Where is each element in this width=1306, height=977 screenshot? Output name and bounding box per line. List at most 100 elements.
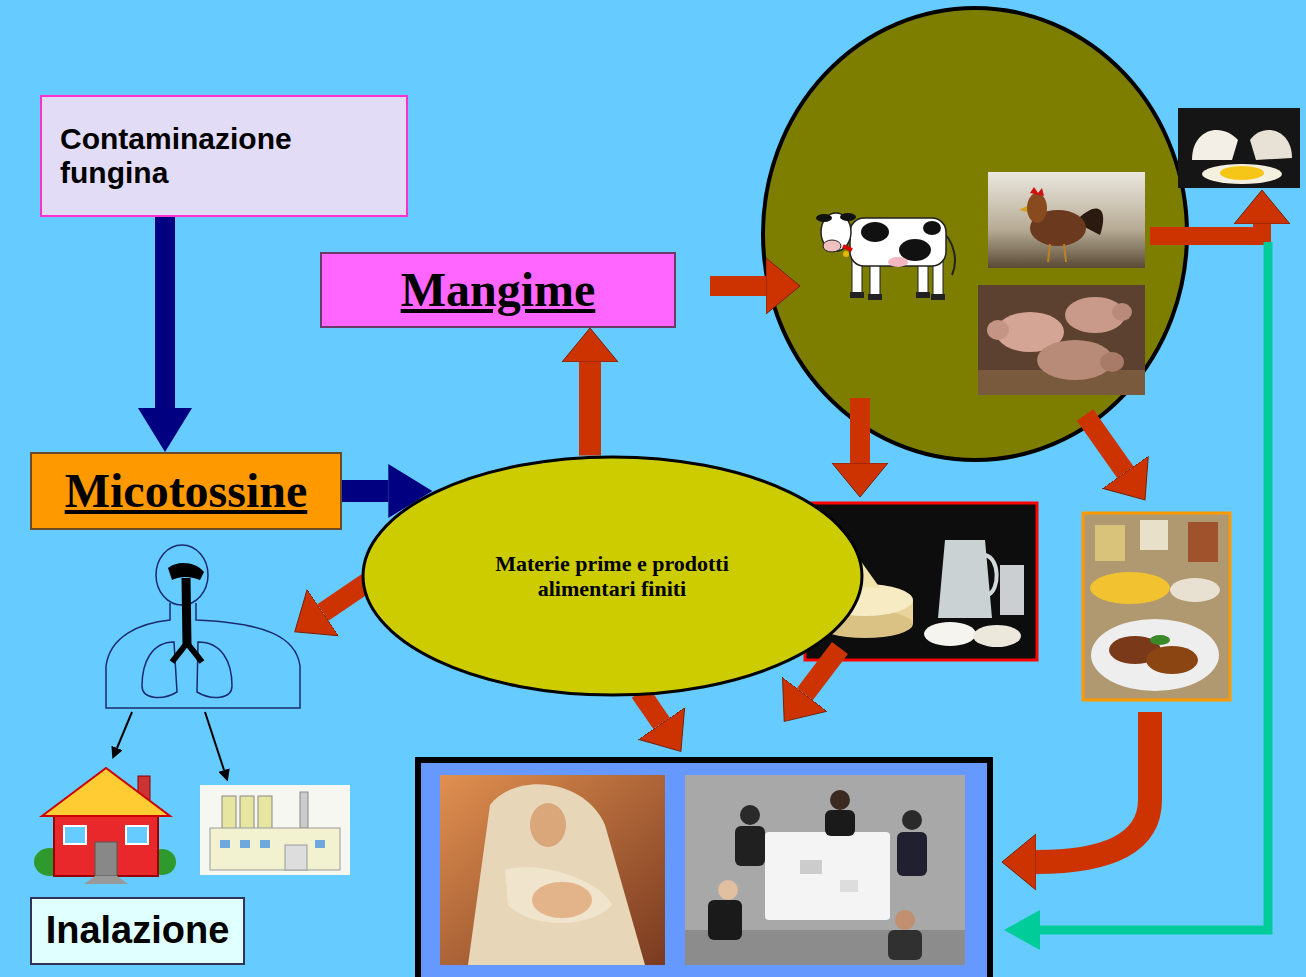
meeting-photo <box>897 832 927 876</box>
dairy-photo <box>985 555 997 595</box>
meat-dish-photo <box>1091 619 1219 691</box>
eggs-photo <box>1178 108 1300 188</box>
feed-box: Mangime <box>320 252 676 328</box>
eggs-photo <box>1220 166 1264 180</box>
meat-dish-photo <box>1146 646 1198 674</box>
exposure-arrow <box>117 712 132 748</box>
human-body-outline <box>197 642 232 698</box>
flow-arrow <box>640 692 662 723</box>
factory-icon <box>258 796 272 832</box>
pigs-photo <box>1100 352 1124 372</box>
factory-icon <box>260 840 270 848</box>
factory-icon <box>220 840 230 848</box>
exposure-arrow <box>117 712 224 770</box>
cow-figure <box>861 222 889 242</box>
egg-supply-line <box>1040 242 1268 930</box>
house-icon <box>34 768 176 884</box>
flow-arrow <box>342 480 388 502</box>
meat-dish-photo <box>1140 520 1168 550</box>
meat-dish-photo <box>1188 522 1218 562</box>
node-label: Micotossine <box>65 463 308 518</box>
rooster-photo <box>988 172 1145 268</box>
meeting-photo <box>735 826 765 866</box>
cow-figure <box>843 251 849 257</box>
cow-figure <box>916 292 930 298</box>
mother-baby-photo <box>532 882 592 918</box>
pigs-photo <box>1112 303 1132 321</box>
factory-icon <box>315 840 325 848</box>
source-box: Contaminazione fungina <box>40 95 408 217</box>
route-box: Inalazione <box>30 897 245 965</box>
mother-baby-photo <box>530 803 566 847</box>
livestock-circle <box>763 8 1187 460</box>
factory-icon <box>210 828 340 870</box>
factory-icon <box>285 845 307 870</box>
pigs-photo <box>978 285 1145 395</box>
meeting-photo <box>740 805 760 825</box>
human-body-outline <box>142 642 177 698</box>
dairy-photo <box>1000 565 1024 615</box>
meeting-photo <box>800 860 822 874</box>
meat-dish-photo <box>1090 572 1170 604</box>
meat-dish-photo <box>1095 525 1125 561</box>
cow-figure <box>823 240 841 252</box>
rooster-photo <box>1030 187 1044 196</box>
cow-figure <box>843 246 852 250</box>
meeting-photo <box>840 880 858 892</box>
mother-baby-photo <box>468 784 645 965</box>
cow-figure <box>850 218 946 266</box>
cow-figure <box>816 213 955 300</box>
factory-icon <box>200 785 350 875</box>
mother-baby-photo <box>505 867 612 923</box>
cow-figure <box>868 294 882 300</box>
toxin-box: Micotossine <box>30 452 342 530</box>
eggs-photo <box>1250 130 1292 160</box>
rooster-photo <box>1064 244 1066 262</box>
cow-figure <box>899 239 931 261</box>
consumers-panel <box>418 760 990 977</box>
dairy-photo <box>973 625 1021 647</box>
pigs-photo <box>987 320 1009 340</box>
egg-supply-line <box>1040 242 1268 930</box>
eggs-photo <box>1202 164 1282 184</box>
house-icon <box>84 876 128 884</box>
mother-baby-photo <box>440 775 665 965</box>
house-icon <box>42 768 170 816</box>
meeting-photo <box>685 775 965 965</box>
ellipse-shape <box>363 457 862 695</box>
factory-icon <box>300 792 308 828</box>
dairy-photo <box>924 622 976 646</box>
pigs-photo <box>978 285 1145 395</box>
airways <box>168 563 204 662</box>
cow-figure <box>850 292 864 298</box>
cow-figure <box>931 294 945 300</box>
node-label: Materie prime e prodotti alimentari fini… <box>467 551 757 602</box>
factory-icon <box>222 796 236 832</box>
meeting-photo <box>825 810 855 836</box>
cow-figure <box>840 213 856 221</box>
house-icon <box>126 826 148 844</box>
flow-arrow <box>579 362 601 455</box>
rooster-photo <box>1027 193 1047 223</box>
exposure-arrow <box>205 712 224 770</box>
airways <box>186 578 187 645</box>
node-label: Mangime <box>401 262 596 317</box>
livestock-circle <box>763 8 1187 460</box>
flow-arrow <box>805 648 840 694</box>
human-body-outline <box>106 603 300 708</box>
food-ellipse: Materie prime e prodotti alimentari fini… <box>360 455 865 697</box>
factory-icon <box>240 840 250 848</box>
node-label: Inalazione <box>46 909 230 953</box>
flow-arrow <box>850 398 870 463</box>
house-icon <box>54 814 158 876</box>
meeting-photo <box>685 775 965 965</box>
human-body-outline <box>106 545 300 708</box>
meeting-photo <box>830 790 850 810</box>
factory-icon <box>200 785 350 875</box>
meeting-photo <box>708 900 742 940</box>
meeting-photo <box>718 880 738 900</box>
airways <box>168 563 204 580</box>
flow-arrow <box>155 217 175 408</box>
